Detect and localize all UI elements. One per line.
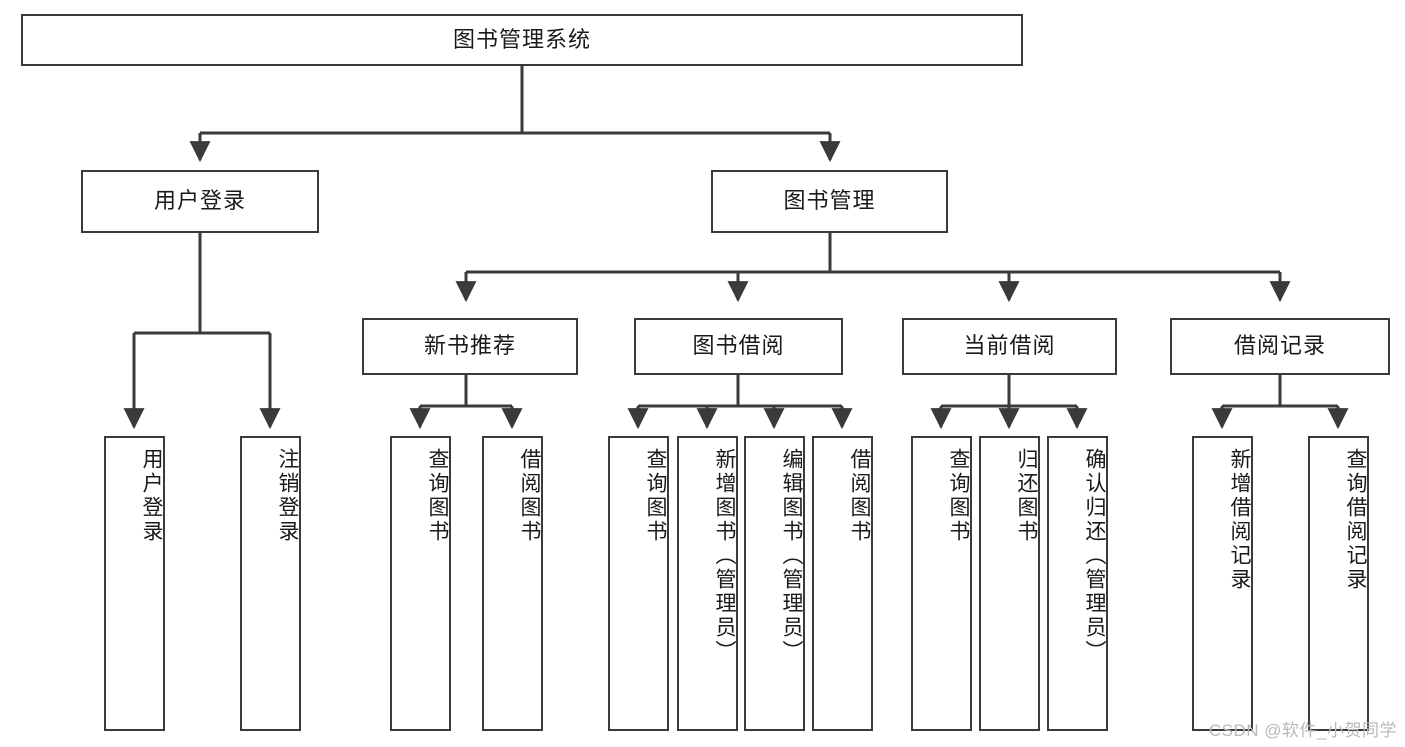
node-borrow-record-label: 借阅记录 <box>1233 333 1326 359</box>
node-new-book-recommend-label: 新书推荐 <box>423 333 516 359</box>
leaf-book-borrow-add-book-admin[interactable]: 新增图书（管理员） <box>677 436 738 731</box>
node-user-login[interactable]: 用户登录 <box>81 170 319 233</box>
leaf-label: 查询图书 <box>426 448 449 544</box>
leaf-label: 归还图书 <box>1015 448 1038 544</box>
leaf-label: 查询图书 <box>644 448 667 544</box>
leaf-label: 编辑图书（管理员） <box>780 448 803 664</box>
leaf-label: 查询借阅记录 <box>1344 448 1367 592</box>
leaf-book-borrow-borrow-book[interactable]: 借阅图书 <box>812 436 873 731</box>
node-current-borrow-label: 当前借阅 <box>963 333 1056 359</box>
leaf-label: 借阅图书 <box>518 448 541 544</box>
node-root-label: 图书管理系统 <box>452 26 591 52</box>
node-borrow-record[interactable]: 借阅记录 <box>1170 318 1390 375</box>
node-book-management[interactable]: 图书管理 <box>711 170 948 233</box>
watermark: CSDN @软件_小贺同学 <box>1208 721 1397 740</box>
leaf-user-login-login[interactable]: 用户登录 <box>104 436 165 731</box>
node-user-login-label: 用户登录 <box>153 188 246 214</box>
leaf-label: 借阅图书 <box>848 448 871 544</box>
leaf-label: 新增图书（管理员） <box>713 448 736 664</box>
leaf-label: 新增借阅记录 <box>1228 448 1251 592</box>
leaf-current-borrow-return-book[interactable]: 归还图书 <box>979 436 1040 731</box>
leaf-label: 确认归还（管理员） <box>1083 448 1106 664</box>
leaf-label: 用户登录 <box>140 448 163 544</box>
leaf-book-borrow-edit-book-admin[interactable]: 编辑图书（管理员） <box>744 436 805 731</box>
node-root[interactable]: 图书管理系统 <box>21 14 1023 66</box>
leaf-user-login-logout[interactable]: 注销登录 <box>240 436 301 731</box>
leaf-new-book-query-book[interactable]: 查询图书 <box>390 436 451 731</box>
leaf-borrow-record-add-record[interactable]: 新增借阅记录 <box>1192 436 1253 731</box>
node-current-borrow[interactable]: 当前借阅 <box>902 318 1117 375</box>
node-book-borrow-label: 图书借阅 <box>692 333 785 359</box>
node-book-borrow[interactable]: 图书借阅 <box>634 318 843 375</box>
leaf-new-book-borrow-book[interactable]: 借阅图书 <box>482 436 543 731</box>
node-book-management-label: 图书管理 <box>783 188 876 214</box>
leaf-label: 查询图书 <box>947 448 970 544</box>
node-new-book-recommend[interactable]: 新书推荐 <box>362 318 578 375</box>
leaf-borrow-record-query-record[interactable]: 查询借阅记录 <box>1308 436 1369 731</box>
leaf-label: 注销登录 <box>276 448 299 544</box>
leaf-current-borrow-confirm-return-admin[interactable]: 确认归还（管理员） <box>1047 436 1108 731</box>
leaf-current-borrow-query-book[interactable]: 查询图书 <box>911 436 972 731</box>
leaf-book-borrow-query-book[interactable]: 查询图书 <box>608 436 669 731</box>
